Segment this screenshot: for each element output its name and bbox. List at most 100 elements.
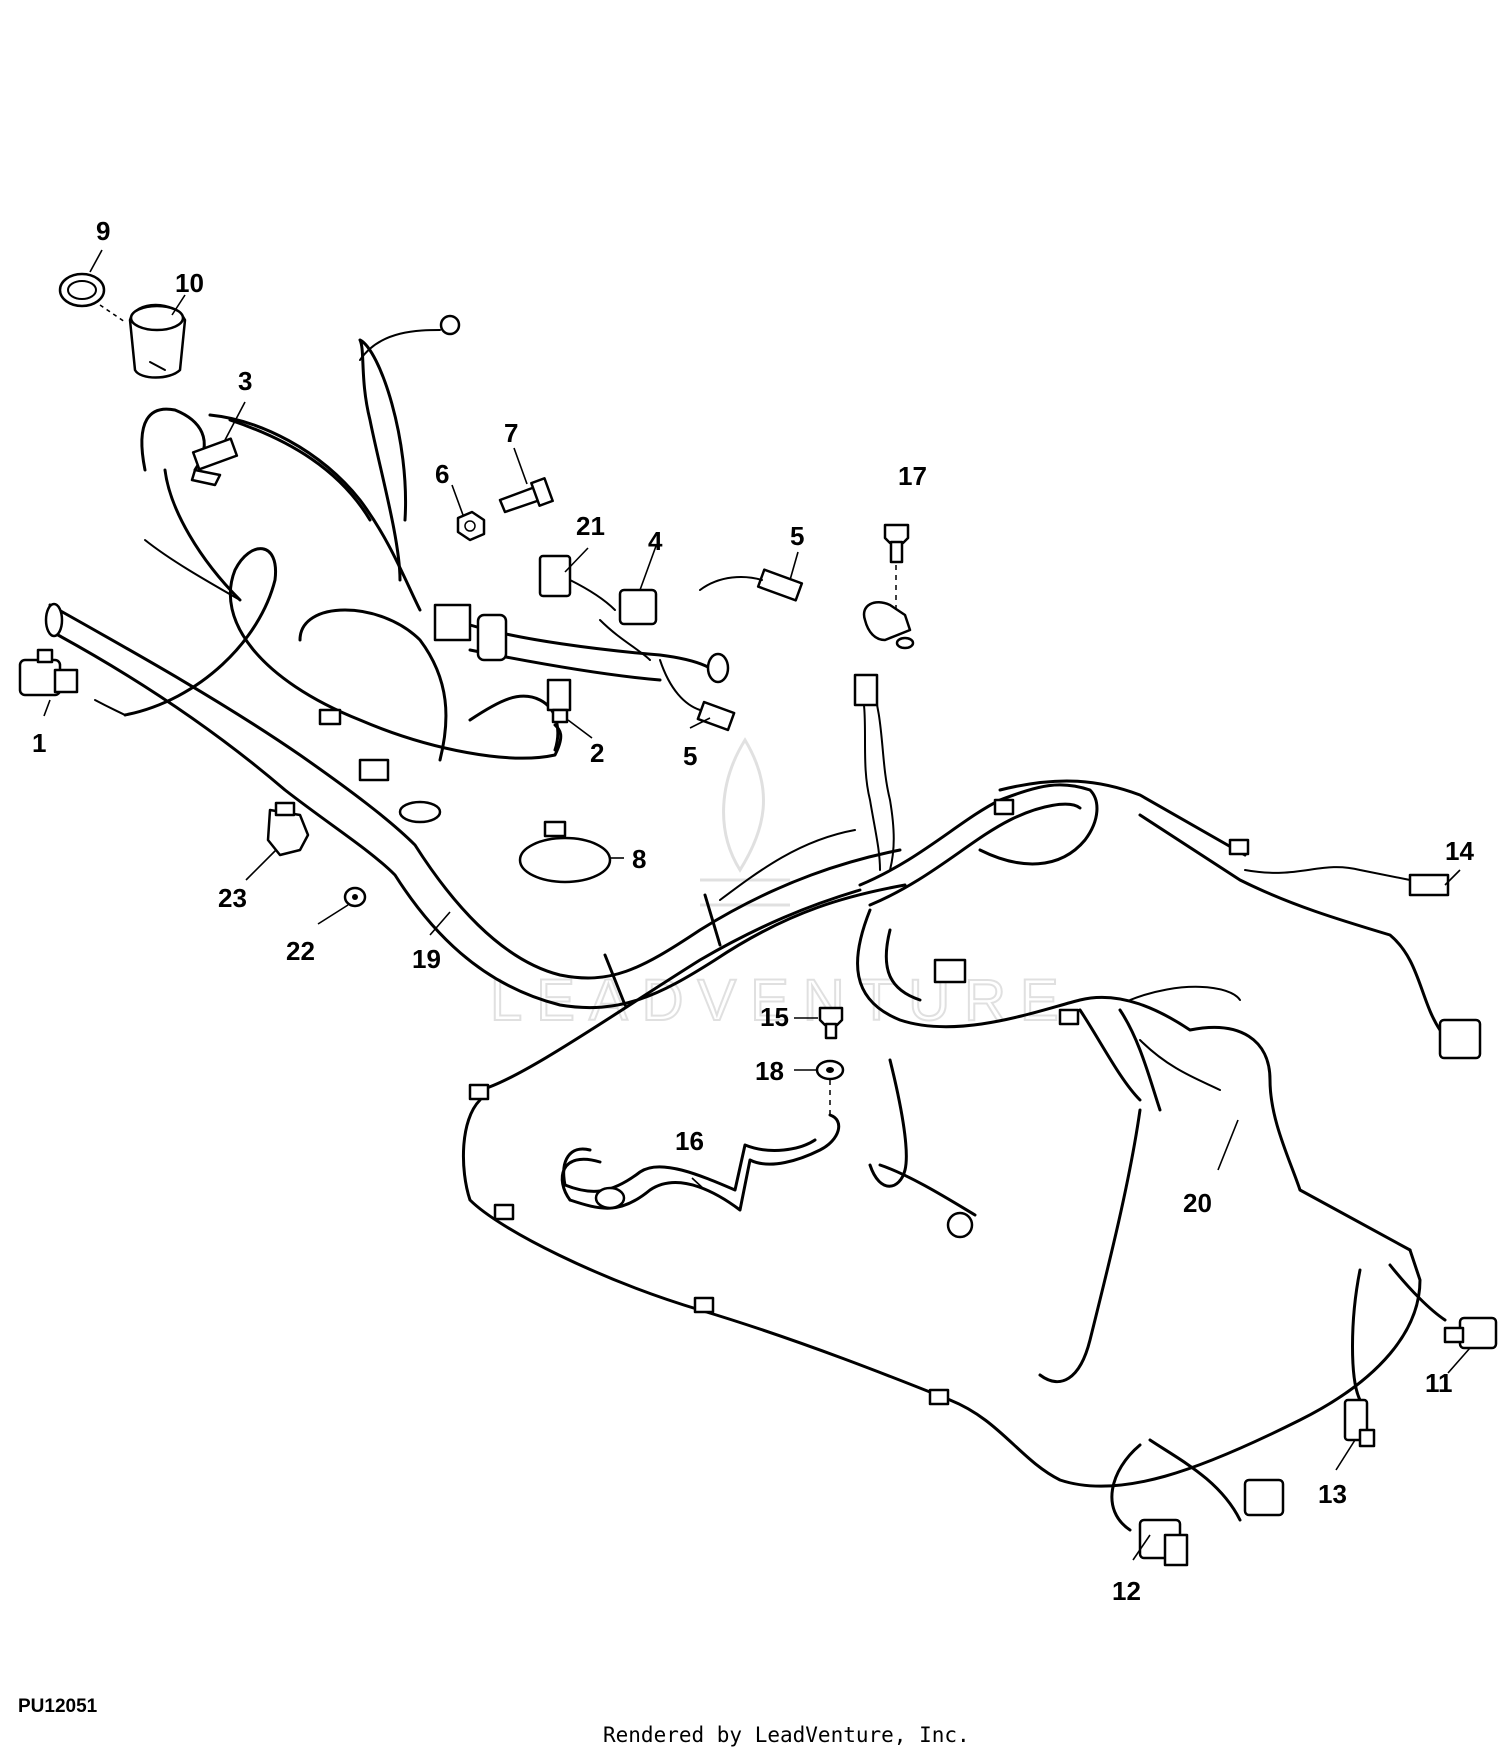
callout-21: 21 [576, 511, 605, 541]
loop-big [123, 547, 563, 760]
cable-tie-8[interactable] [518, 820, 612, 884]
lead-to-11 [1388, 1263, 1447, 1322]
washer-22[interactable] [343, 886, 367, 908]
bolt-17[interactable] [862, 523, 915, 650]
callout-18: 18 [755, 1056, 784, 1086]
callout-2: 2 [590, 738, 604, 768]
callout-5-upper: 5 [790, 521, 804, 551]
thin-lead-1 [94, 699, 126, 716]
connector-1[interactable] [18, 648, 79, 697]
connector-12[interactable] [1138, 1518, 1189, 1567]
leader-5-lower [689, 717, 711, 729]
harness-clip [358, 758, 390, 782]
right-arm-lower [1138, 813, 1442, 1032]
leader-20 [1217, 1119, 1239, 1171]
callout-10: 10 [175, 268, 204, 298]
callout-11: 11 [1425, 1368, 1453, 1398]
callout-8: 8 [632, 844, 646, 874]
nut-6[interactable] [456, 510, 486, 542]
connector-5-upper[interactable] [699, 568, 804, 602]
branch-to-2 [468, 694, 560, 752]
leader-7 [513, 447, 528, 485]
callout-5-lower: 5 [683, 741, 697, 771]
leader-23 [245, 849, 277, 881]
connector-13[interactable] [1343, 1398, 1376, 1448]
trunk-band-2 [703, 893, 722, 947]
trunk-band-1 [603, 953, 627, 1007]
loop-bottom-outer [462, 1098, 1422, 1488]
bolt-7[interactable] [498, 477, 554, 514]
inner-branch-a [1078, 1008, 1142, 1102]
junction-block [433, 603, 472, 642]
connector-11[interactable] [1443, 1316, 1498, 1350]
pigtail-connector [853, 673, 879, 707]
callout-16: 16 [675, 1126, 704, 1156]
trunk-end-cap [44, 602, 64, 638]
boot-10[interactable] [128, 303, 187, 379]
callout-19: 19 [412, 944, 441, 974]
lead-to-12b [1148, 1438, 1242, 1522]
callout-6: 6 [435, 459, 449, 489]
leader-13 [1335, 1439, 1356, 1471]
trunk-wall-upper [48, 603, 902, 980]
harness-clip-3[interactable] [190, 437, 239, 487]
branch-end-cap [706, 652, 730, 684]
arch-clip-2 [1228, 838, 1250, 856]
loop-down [163, 468, 242, 602]
center-clip [933, 958, 967, 984]
leader-4 [639, 545, 657, 591]
leader-2 [567, 719, 593, 739]
pigtail-wire-1 [859, 679, 881, 871]
center-pigtails [719, 673, 895, 901]
render-credit: Rendered by LeadVenture, Inc. [603, 1723, 970, 1747]
loop-right-inner [884, 928, 922, 1002]
figure-id: PU12051 [18, 1696, 98, 1717]
connector-right[interactable] [1438, 1018, 1482, 1060]
line-16[interactable] [560, 1113, 841, 1212]
connector-harness-end[interactable] [1243, 1478, 1285, 1517]
leader-11 [1447, 1347, 1471, 1374]
loop-clip-1 [468, 1083, 490, 1101]
washer-18[interactable] [815, 1059, 845, 1120]
center-clip-2 [1058, 1008, 1080, 1026]
connector-14[interactable] [1408, 873, 1450, 897]
clip-23[interactable] [266, 801, 310, 857]
branch-3b [228, 418, 372, 522]
harness-arch-outer [858, 783, 1099, 887]
pigtail-wire-3 [719, 829, 856, 901]
connector-5-lower[interactable] [659, 659, 736, 732]
ground-wire-top [359, 329, 441, 361]
upper-left-harness [44, 314, 907, 1009]
branch-3 [208, 413, 422, 612]
thin-lead-left [144, 539, 241, 601]
callout-14: 14 [1445, 836, 1474, 866]
loop-clip-4 [928, 1388, 950, 1406]
grommet-hole [398, 800, 442, 824]
callout-9: 9 [96, 216, 110, 246]
leader-21 [564, 547, 589, 573]
inner-branch-long [1038, 1108, 1142, 1384]
callout-15: 15 [760, 1002, 789, 1032]
connector-21[interactable] [538, 554, 616, 611]
pigtail-wire-2 [869, 679, 895, 871]
loop-mid [298, 608, 448, 762]
junction-block-2 [476, 613, 508, 662]
arch-clip-1 [993, 798, 1015, 816]
leader-6 [451, 484, 464, 516]
lead-to-battery [868, 1058, 908, 1188]
lead-to-13 [1351, 1268, 1362, 1402]
connector-4[interactable] [599, 588, 658, 661]
loop-right-outer [856, 908, 1412, 1252]
connector-2[interactable] [546, 678, 572, 724]
battery-cable [878, 1163, 977, 1217]
clamp-ring-9[interactable] [58, 272, 126, 323]
leader-3 [224, 401, 246, 441]
harness-arch-inner [868, 802, 1082, 907]
ring-terminal [439, 314, 461, 336]
callout-23: 23 [218, 883, 247, 913]
bolt-15[interactable] [818, 1006, 844, 1040]
inner-branch-d [1139, 1039, 1221, 1091]
callout-22: 22 [286, 936, 315, 966]
watermark-flame-icon [722, 737, 765, 873]
